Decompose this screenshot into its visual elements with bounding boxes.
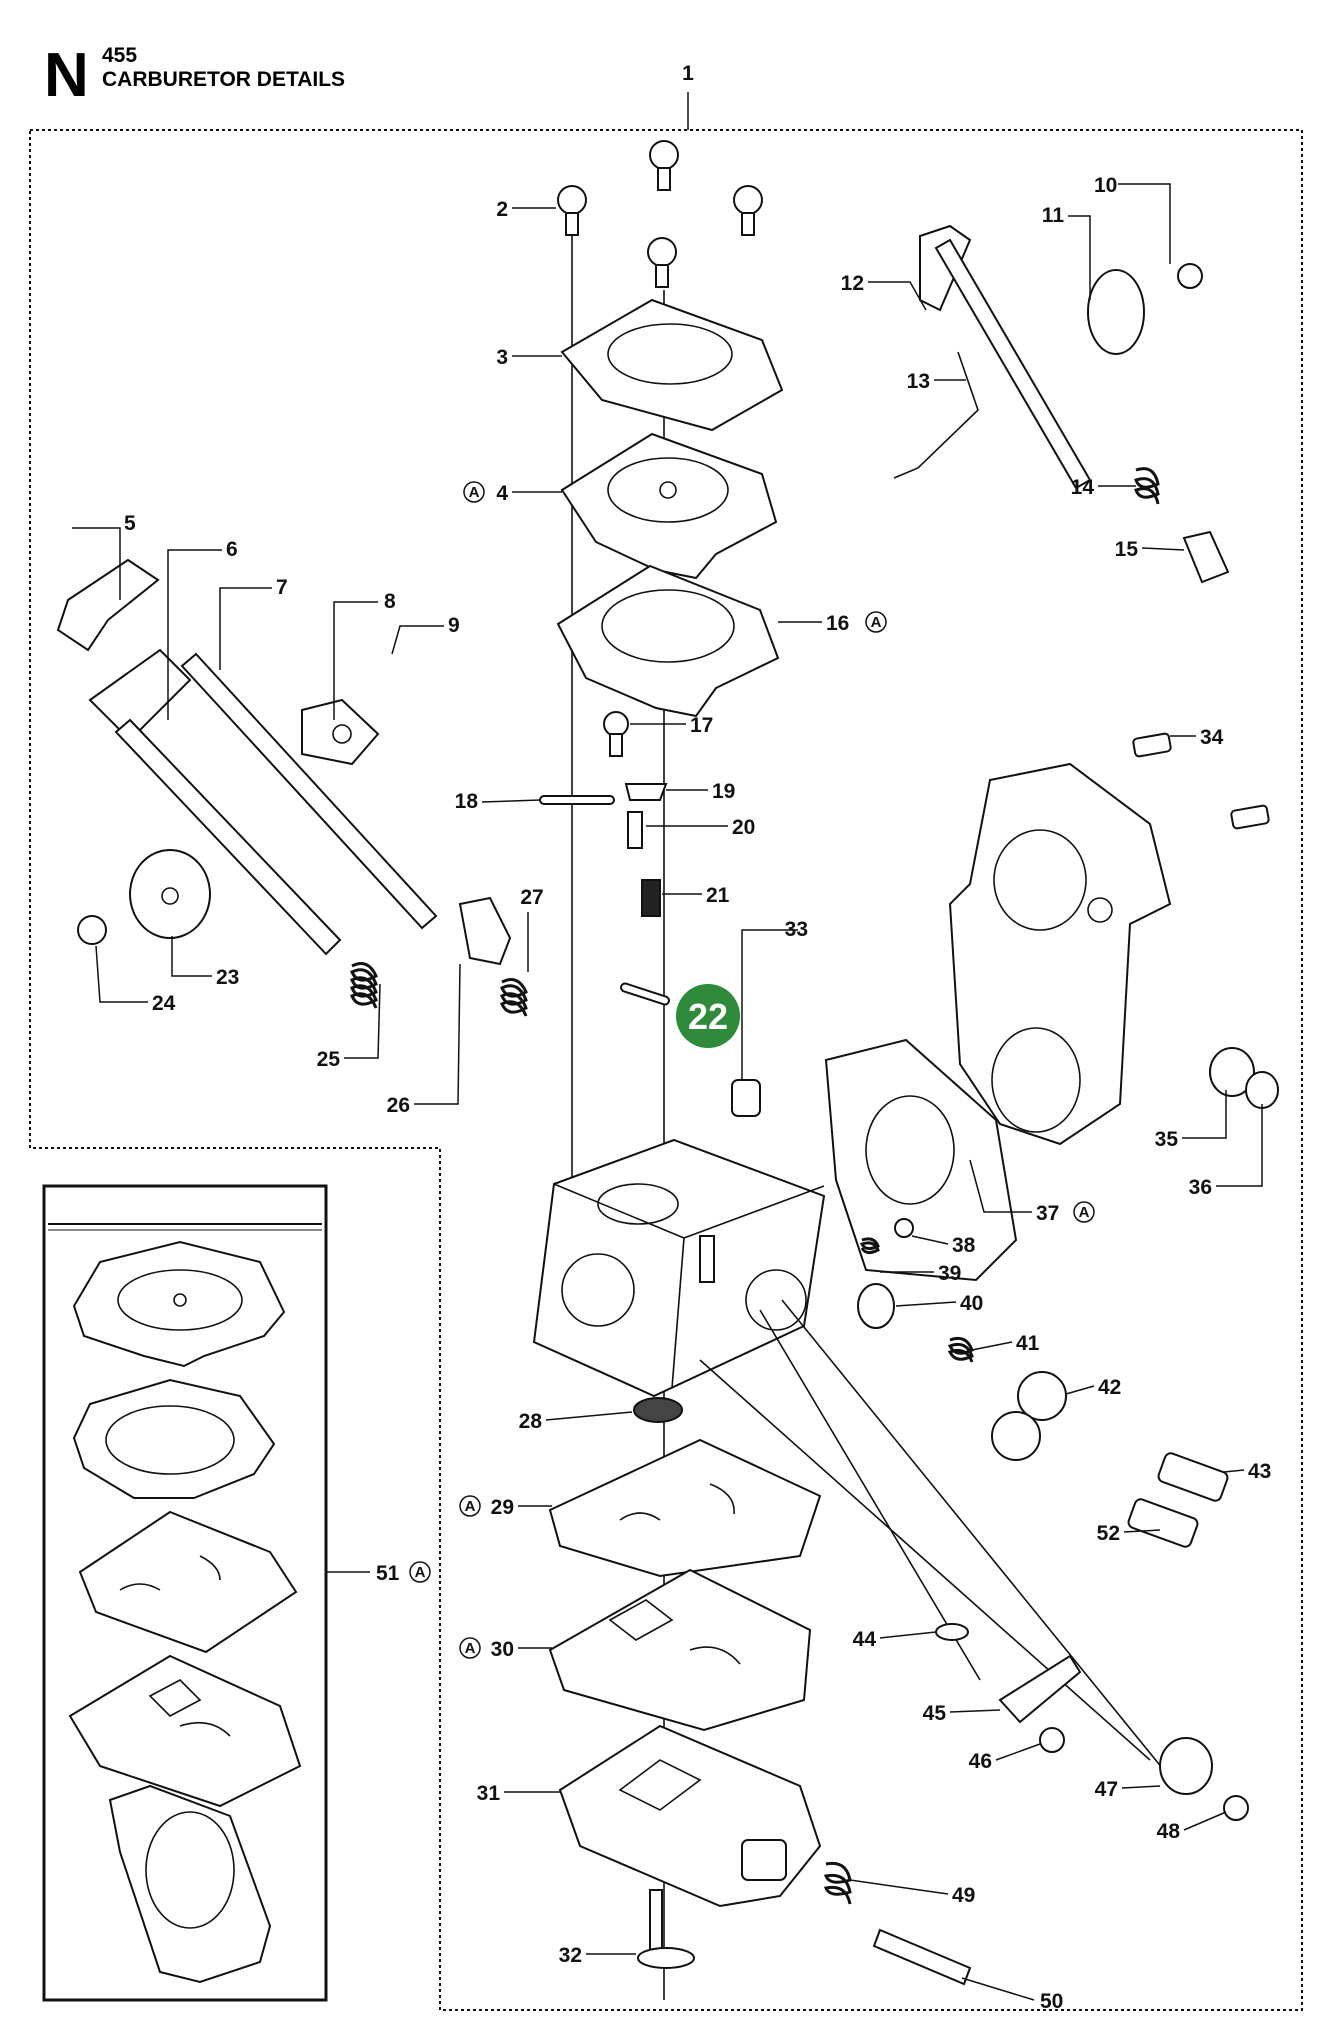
callout-7[interactable]: 7 (276, 576, 288, 599)
circled-a-30: A (465, 1640, 476, 1657)
callout-38[interactable]: 38 (952, 1234, 976, 1257)
callout-12[interactable]: 12 (841, 272, 864, 295)
callout-42[interactable]: 42 (1098, 1376, 1121, 1399)
highlighted-part-22-marker[interactable]: 22 (676, 984, 740, 1048)
pump-diaphragm (560, 432, 778, 580)
callout-51-group[interactable]: 51 A (376, 1561, 431, 1585)
pump-cover (560, 298, 784, 432)
circled-a-16: A (871, 614, 882, 631)
callout-18[interactable]: 18 (455, 790, 479, 813)
callout-47[interactable]: 47 (1095, 1778, 1118, 1801)
callout-24[interactable]: 24 (152, 992, 176, 1015)
callout-27[interactable]: 27 (520, 886, 543, 909)
callout-34[interactable]: 34 (1200, 726, 1224, 749)
circled-a-29: A (465, 1498, 476, 1515)
callout-13[interactable]: 13 (907, 370, 930, 393)
dashed-frame (29, 129, 1303, 2011)
callout-40[interactable]: 40 (960, 1292, 983, 1315)
callout-29-group[interactable]: A 29 (459, 1495, 514, 1519)
carburetor-body (532, 1138, 826, 1398)
callout-21[interactable]: 21 (706, 884, 730, 907)
callout-45[interactable]: 45 (923, 1702, 947, 1725)
callout-37-group[interactable]: 37 A (1036, 1201, 1095, 1225)
callout-6[interactable]: 6 (226, 538, 238, 561)
callout-16: 16 (826, 612, 849, 635)
intake-adapter (824, 732, 1279, 1282)
callout-29: 29 (491, 1496, 514, 1519)
callout-31[interactable]: 31 (477, 1782, 501, 1805)
callout-46[interactable]: 46 (969, 1750, 992, 1773)
callout-51: 51 (376, 1562, 400, 1585)
circled-a-37: A (1079, 1204, 1090, 1221)
callout-5[interactable]: 5 (124, 512, 136, 535)
callout-26[interactable]: 26 (387, 1094, 410, 1117)
callout-43[interactable]: 43 (1248, 1460, 1271, 1483)
gasket-kit-box (42, 1184, 328, 2002)
model-number: 455 (102, 44, 137, 67)
callout-17[interactable]: 17 (690, 714, 713, 737)
callout-9[interactable]: 9 (448, 614, 460, 637)
callout-15[interactable]: 15 (1115, 538, 1139, 561)
callout-8[interactable]: 8 (384, 590, 396, 613)
callout-1[interactable]: 1 (682, 62, 694, 85)
callout-14[interactable]: 14 (1071, 476, 1095, 499)
callout-11[interactable]: 11 (1042, 204, 1065, 227)
callout-35[interactable]: 35 (1155, 1128, 1179, 1151)
callout-52[interactable]: 52 (1097, 1522, 1120, 1545)
callout-16-group[interactable]: 16 A (826, 611, 887, 635)
callout-33[interactable]: 33 (785, 918, 808, 941)
callout-3[interactable]: 3 (496, 346, 508, 369)
callout-19[interactable]: 19 (712, 780, 735, 803)
screw-group-1 (557, 140, 763, 288)
callout-39[interactable]: 39 (938, 1262, 961, 1285)
callout-44[interactable]: 44 (853, 1628, 877, 1651)
callout-41[interactable]: 41 (1016, 1332, 1040, 1355)
callout-4: 4 (496, 482, 508, 505)
adjusting-needles (857, 1218, 1229, 1548)
callout-49[interactable]: 49 (952, 1884, 975, 1907)
circled-a-51: A (415, 1564, 426, 1581)
callout-labels: 1 2 3 A 4 5 6 7 8 9 10 11 12 13 14 15 16… (124, 62, 1271, 2013)
callout-32[interactable]: 32 (559, 1944, 582, 1967)
callout-37: 37 (1036, 1202, 1059, 1225)
callout-4-group[interactable]: A 4 (463, 481, 508, 505)
pump-gasket (556, 564, 780, 718)
lower-assembly (548, 1397, 1249, 1986)
callout-50[interactable]: 50 (1040, 1990, 1063, 2013)
section-letter: N (44, 41, 89, 110)
callout-20[interactable]: 20 (732, 816, 755, 839)
highlight-label: 22 (688, 996, 728, 1037)
callout-2[interactable]: 2 (496, 198, 508, 221)
callout-48[interactable]: 48 (1157, 1820, 1181, 1843)
metering-group (539, 711, 761, 1117)
circled-a-4: A (469, 484, 480, 501)
throttle-shaft-assembly (56, 558, 528, 1017)
callout-10[interactable]: 10 (1094, 174, 1117, 197)
callout-30-group[interactable]: A 30 (459, 1637, 514, 1661)
leader-lines (72, 92, 1263, 2001)
callout-36[interactable]: 36 (1189, 1176, 1212, 1199)
callout-25[interactable]: 25 (317, 1048, 341, 1071)
diagram-title: CARBURETOR DETAILS (102, 68, 345, 91)
callout-28[interactable]: 28 (519, 1410, 543, 1433)
choke-shaft-assembly (893, 224, 1230, 584)
callout-30: 30 (491, 1638, 514, 1661)
callout-23[interactable]: 23 (216, 966, 239, 989)
